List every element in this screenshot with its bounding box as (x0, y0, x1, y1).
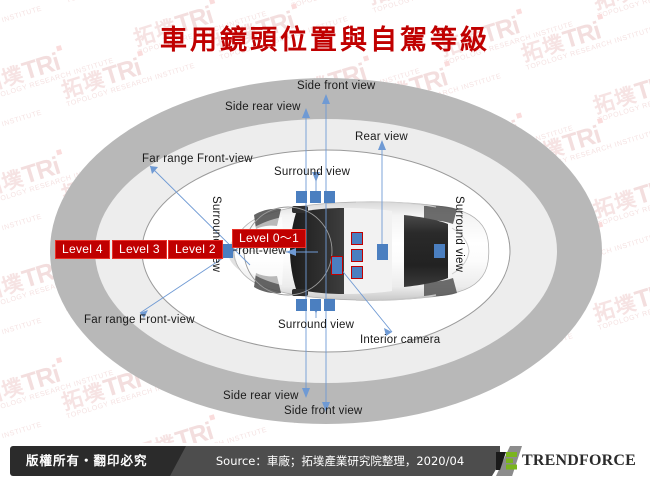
sensor-interior-camera (331, 256, 343, 275)
sensor-surround-top-3 (324, 191, 335, 203)
label-far-range-front-view-top: Far range Front-view (142, 153, 253, 165)
sensor-rear-view (377, 244, 388, 260)
label-interior-camera: Interior camera (360, 334, 441, 346)
badge-level-3: Level 3 (112, 240, 167, 259)
sensor-surround-top-2 (310, 191, 321, 203)
sensor-front-view-1 (351, 232, 363, 245)
sensor-surround-left (222, 244, 233, 258)
label-side-rear-view-top: Side rear view (225, 101, 301, 113)
footer: 版權所有・翻印必究 Source：車廠；拓墣產業研究院整理，2020/04 TR… (0, 443, 650, 485)
copyright-notice: 版權所有・翻印必究 (10, 446, 168, 476)
label-side-front-view-top: Side front view (297, 80, 376, 92)
label-side-rear-view-bottom: Side rear view (223, 390, 299, 402)
badge-level-2: Level 2 (168, 240, 223, 259)
sensor-front-view-2 (351, 249, 363, 262)
sensor-surround-bottom-2 (310, 299, 321, 311)
sensor-surround-top-1 (296, 191, 307, 203)
label-front-view: Front-view (231, 245, 287, 257)
label-far-range-front-view-bottom: Far range Front-view (84, 314, 195, 326)
badge-level-4: Level 4 (55, 240, 110, 259)
source-note: Source：車廠；拓墣產業研究院整理，2020/04 (170, 446, 510, 476)
footer-bar: 版權所有・翻印必究 Source：車廠；拓墣產業研究院整理，2020/04 TR… (10, 446, 640, 476)
page-title: 車用鏡頭位置與自駕等級 (160, 25, 490, 56)
label-side-front-view-bottom: Side front view (284, 405, 363, 417)
label-surround-view-top: Surround view (274, 166, 351, 178)
sensor-surround-bottom-3 (324, 299, 335, 311)
label-surround-view-right: Surround view (453, 196, 465, 273)
label-rear-view: Rear view (355, 131, 408, 143)
brand-logo: TRENDFORCE (495, 446, 640, 476)
sensor-surround-right (434, 244, 445, 258)
trendforce-wordmark: TRENDFORCE (521, 452, 636, 469)
label-surround-view-bottom: Surround view (278, 319, 355, 331)
badge-level-0-1: Level 0～1 (232, 229, 307, 248)
label-surround-view-left: Surround view (210, 196, 222, 273)
trendforce-logo-icon (495, 451, 518, 471)
sensor-surround-bottom-1 (296, 299, 307, 311)
sensor-front-view-3 (351, 266, 363, 279)
